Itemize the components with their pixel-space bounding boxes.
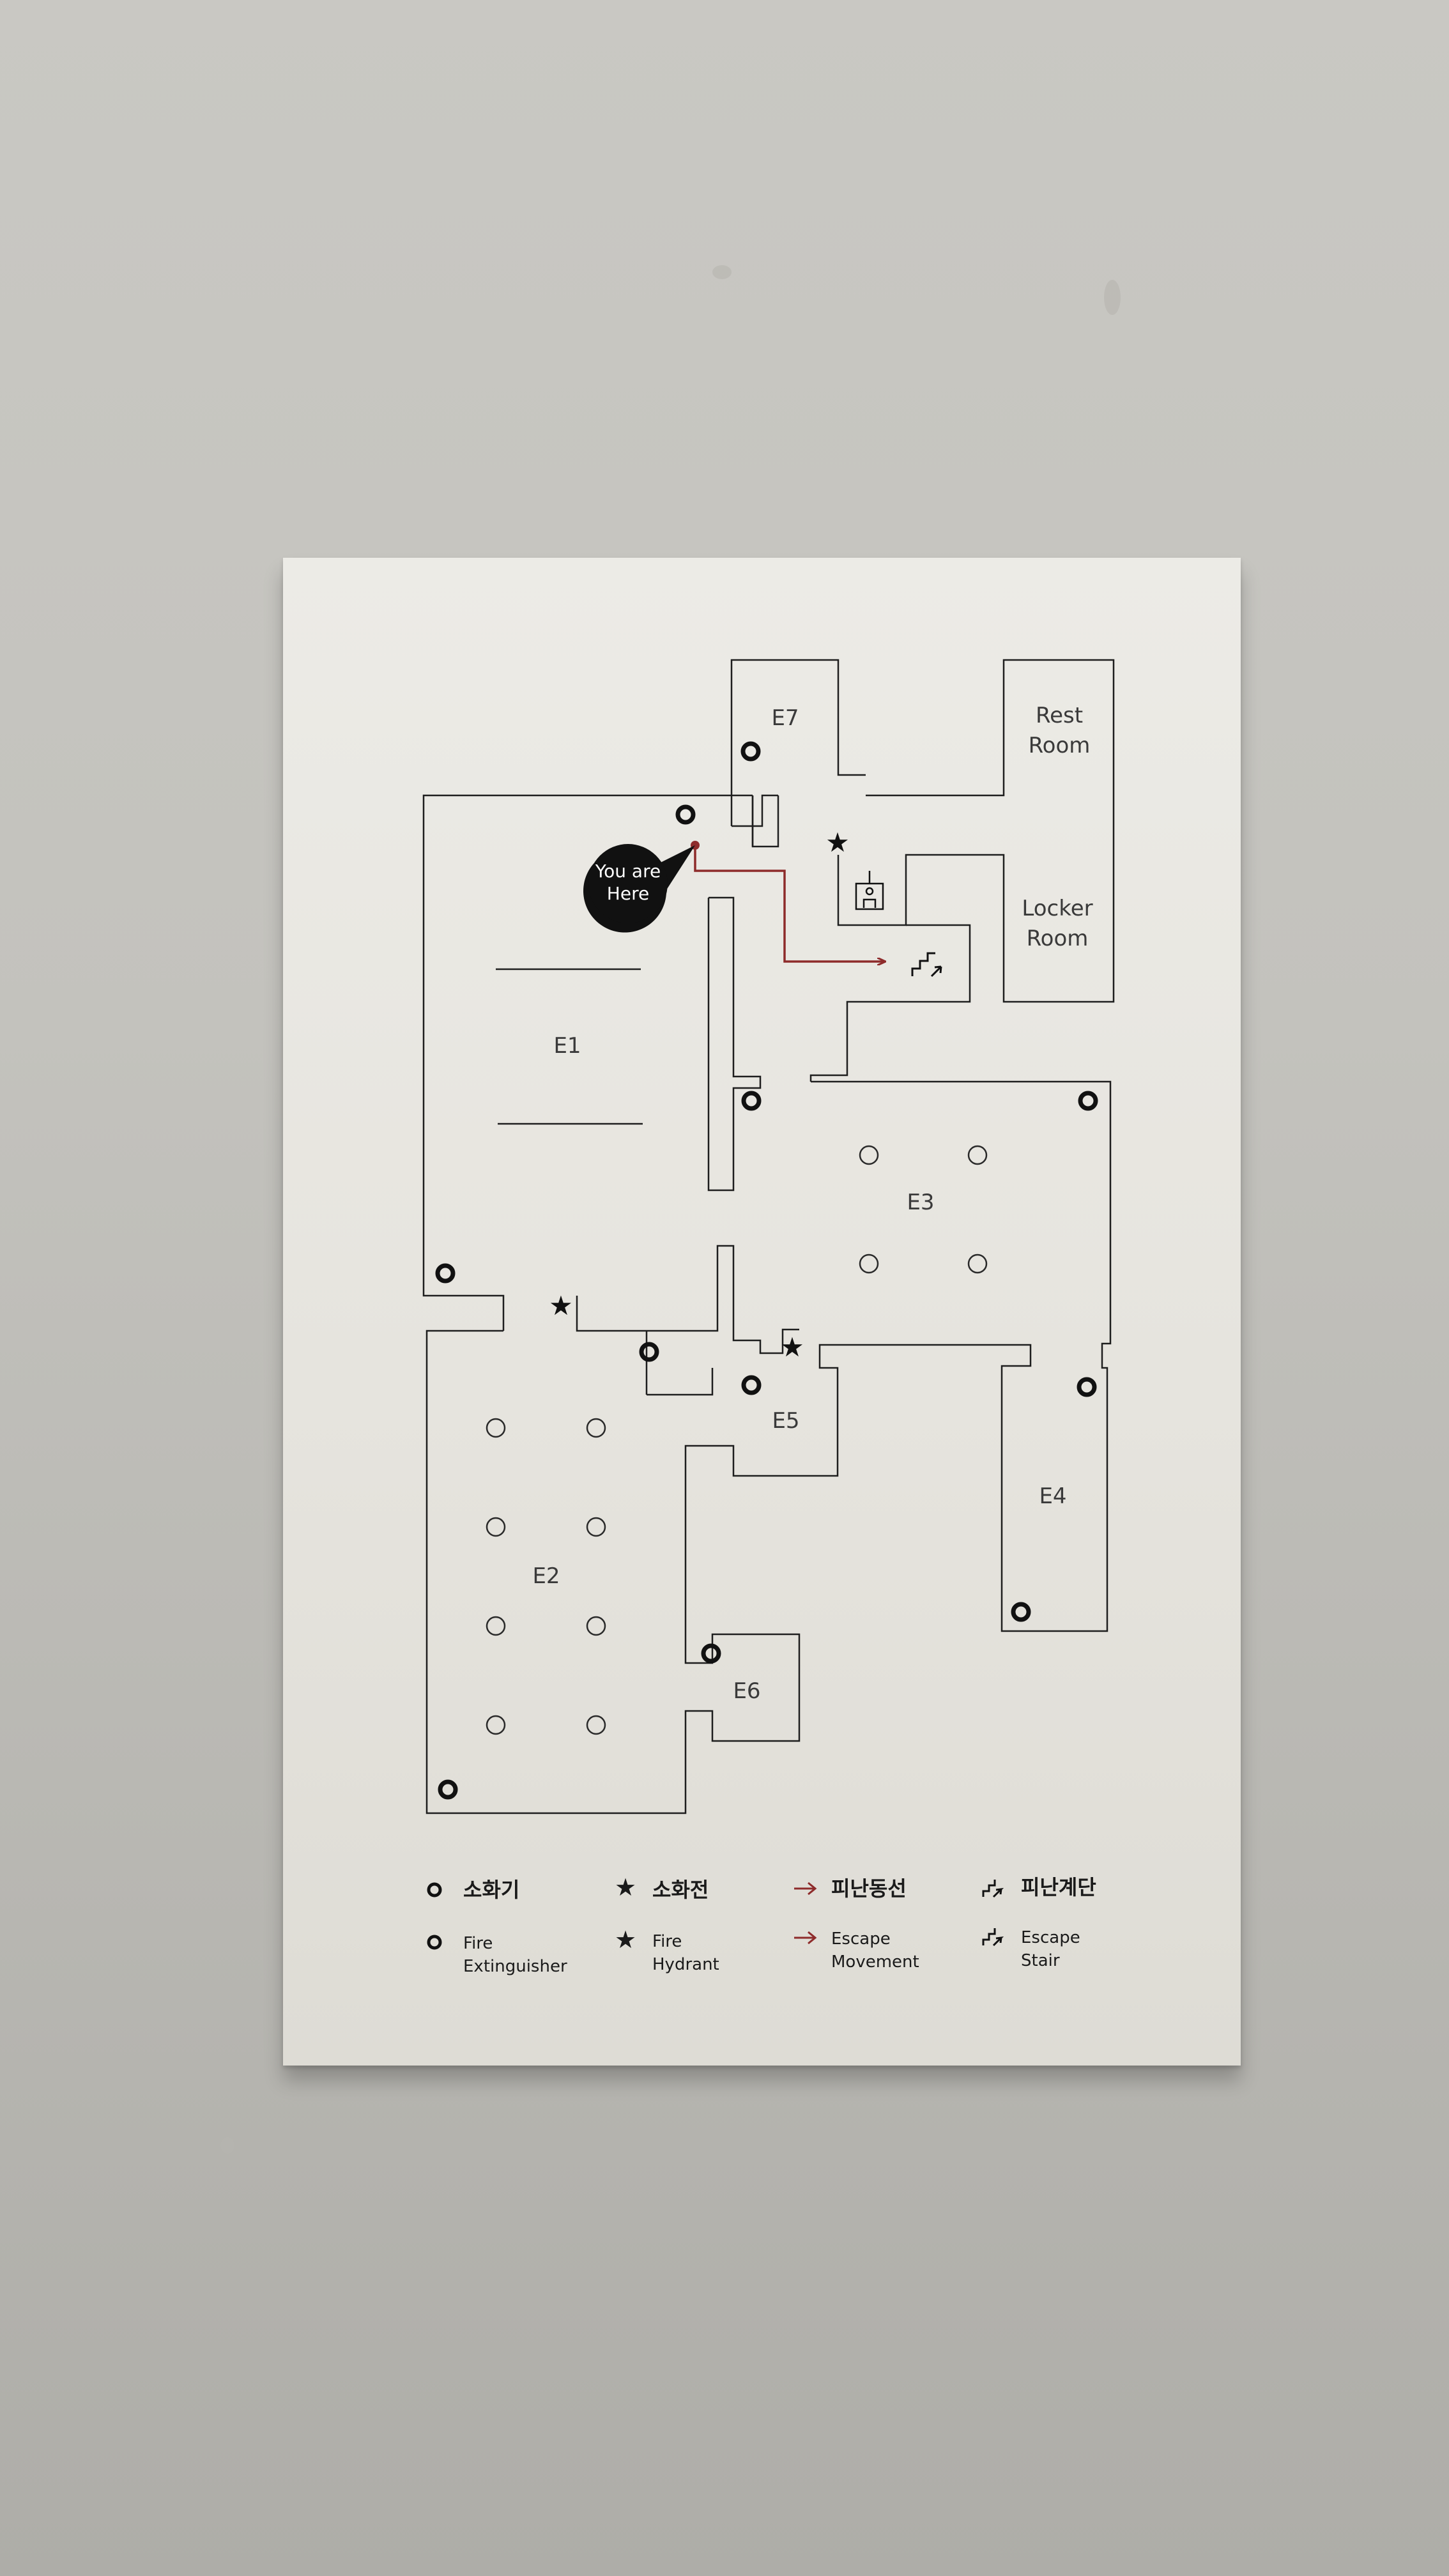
legend-hydrant-en-line1: Fire <box>652 1932 682 1951</box>
legend-extinguisher-en-line1: Fire <box>463 1934 493 1953</box>
fire-extinguisher-icon <box>740 741 761 762</box>
legend-hydrant-en-line2: Hydrant <box>652 1955 719 1974</box>
legend-extinguisher-en-line2: Extinguisher <box>463 1957 567 1976</box>
floor-plan: E7 E1 E3 E5 E4 E2 E6 Rest Room Locker Ro… <box>422 659 1115 1976</box>
you-are-here-line1: You are <box>595 861 661 882</box>
you-are-here-line2: Here <box>607 883 649 904</box>
fire-extinguisher-icon <box>741 1375 762 1395</box>
fire-extinguisher-icon <box>701 1643 721 1664</box>
you-are-here-marker: You are Here <box>583 844 695 933</box>
fire-extinguisher-icon <box>427 1882 442 1897</box>
room-label-e6: E6 <box>733 1678 760 1704</box>
room-labels: E7 E1 E3 E5 E4 E2 E6 Rest Room Locker Ro… <box>532 703 1092 1704</box>
wall-mark <box>712 265 732 279</box>
escape-stair-icon <box>982 1880 1004 1898</box>
room-label-rest-line1: Rest <box>1036 703 1083 728</box>
evacuation-map-sign: E7 E1 E3 E5 E4 E2 E6 Rest Room Locker Ro… <box>283 558 1241 2066</box>
walls <box>422 659 1115 1814</box>
room-label-locker-line1: Locker <box>1022 896 1092 921</box>
legend-extinguisher-ko: 소화기 <box>463 1878 519 1902</box>
elevator-icon <box>855 871 884 910</box>
room-label-rest-line2: Room <box>1029 733 1091 758</box>
room-label-locker-line2: Room <box>1027 926 1089 951</box>
legend-stair-en-line2: Stair <box>1021 1951 1060 1970</box>
legend-hydrant-ko: 소화전 <box>652 1878 709 1902</box>
escape-arrow-icon <box>794 1931 817 1945</box>
room-label-e2: E2 <box>532 1563 560 1589</box>
legend-movement-en-line2: Movement <box>831 1952 919 1972</box>
escape-stair-icon <box>982 1928 1004 1947</box>
room-label-e1: E1 <box>553 1033 581 1059</box>
wall-mark <box>220 2137 234 2154</box>
room-label-e7: E7 <box>771 705 799 731</box>
fire-hydrant-icon: ★ <box>615 1873 636 1901</box>
fire-extinguisher-icon <box>435 1263 456 1284</box>
fire-hydrant-icon: ★ <box>549 1290 573 1321</box>
escape-stair-icon <box>911 952 942 977</box>
fire-hydrant-icon: ★ <box>825 827 850 858</box>
columns <box>486 1145 988 1735</box>
fire-extinguisher-icon <box>427 1935 442 1950</box>
legend-movement-ko: 피난동선 <box>831 1876 907 1901</box>
fire-extinguisher-icon <box>1011 1602 1031 1622</box>
fire-extinguisher-icon <box>639 1342 659 1362</box>
room-label-e4: E4 <box>1039 1483 1066 1509</box>
legend-movement-en-line1: Escape <box>831 1929 891 1949</box>
fire-extinguisher-icon <box>438 1779 458 1800</box>
fire-hydrant-icon: ★ <box>615 1926 636 1954</box>
legend: 소화기 Fire Extinguisher ★ 소화전 ★ Fire Hydra… <box>427 1873 1096 1976</box>
room-label-e3: E3 <box>907 1190 934 1215</box>
fire-extinguisher-icon <box>741 1091 762 1111</box>
fire-hydrant-icon: ★ <box>780 1331 804 1363</box>
wall-mark <box>1104 280 1121 315</box>
legend-stair-en-line1: Escape <box>1021 1928 1080 1947</box>
legend-stair-ko: 피난계단 <box>1021 1875 1096 1899</box>
fire-extinguisher-icon <box>1078 1091 1098 1111</box>
escape-arrow-icon <box>794 1882 817 1896</box>
room-label-e5: E5 <box>772 1408 799 1434</box>
fire-extinguisher-icon <box>675 804 696 825</box>
fire-extinguisher-icon <box>1077 1377 1097 1397</box>
